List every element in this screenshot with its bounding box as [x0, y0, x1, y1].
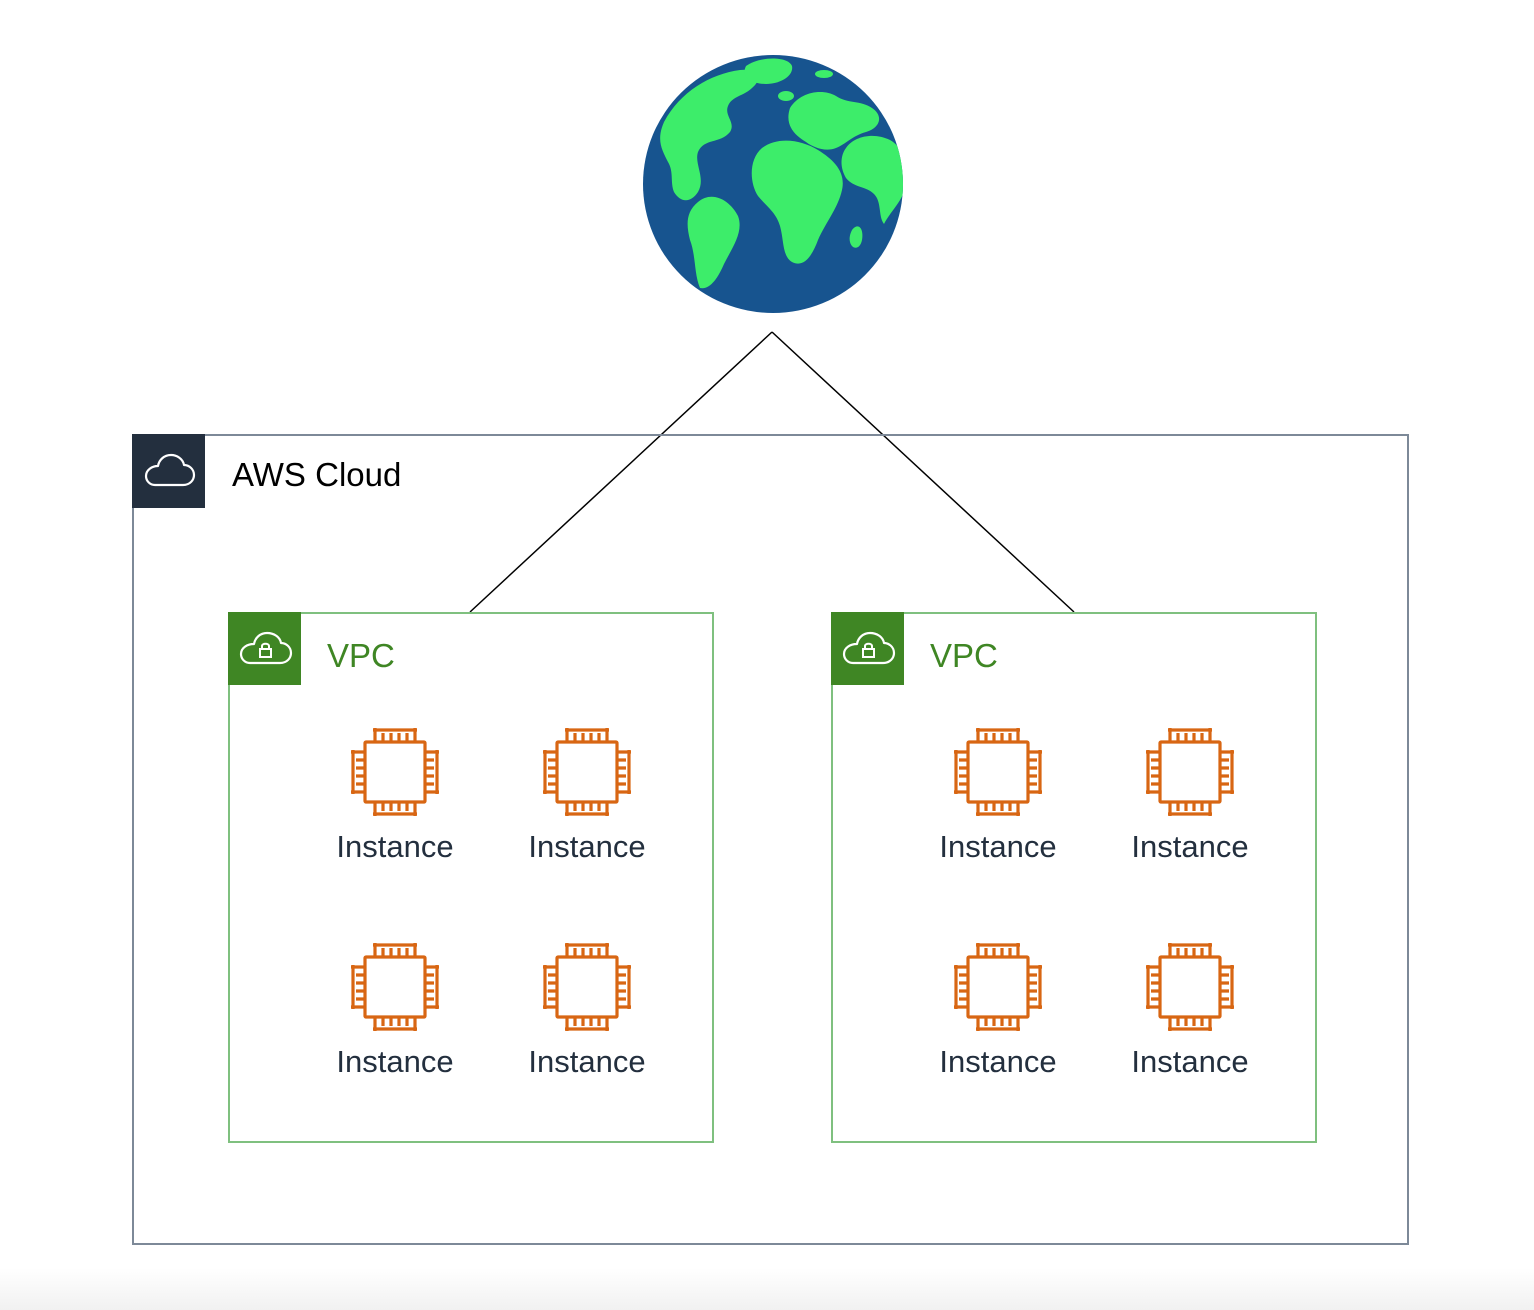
instance-label: Instance — [336, 829, 454, 864]
vpc-badge — [831, 612, 904, 685]
ec2-instance-icon — [541, 941, 633, 1033]
instance: Instance — [325, 722, 465, 872]
aws-cloud-group — [132, 434, 1409, 1245]
vpc-group-right: VPC Instance Instance Instance Instance — [831, 612, 1317, 1143]
instance-label: Instance — [1131, 829, 1249, 864]
vpc-cloud-lock-icon — [239, 631, 292, 664]
ec2-instance-icon — [349, 941, 441, 1033]
instance-label: Instance — [528, 1044, 646, 1079]
instance: Instance — [1120, 722, 1260, 872]
vpc-label: VPC — [930, 637, 998, 674]
globe-icon — [643, 55, 903, 313]
aws-cloud-badge — [132, 434, 205, 508]
ec2-instance-icon — [541, 726, 633, 818]
aws-cloud-label: AWS Cloud — [232, 456, 402, 493]
instance-label: Instance — [528, 829, 646, 864]
cloud-icon — [144, 453, 195, 487]
vpc-cloud-lock-icon — [842, 631, 895, 664]
instance: Instance — [517, 722, 657, 872]
vpc-group-left: VPC Instance Instance Instance Instance — [228, 612, 714, 1143]
ec2-instance-icon — [349, 726, 441, 818]
ec2-instance-icon — [952, 726, 1044, 818]
instance: Instance — [928, 937, 1068, 1087]
ec2-instance-icon — [1144, 941, 1236, 1033]
instance-label: Instance — [336, 1044, 454, 1079]
vpc-badge — [228, 612, 301, 685]
instance: Instance — [928, 722, 1068, 872]
instance-label: Instance — [939, 1044, 1057, 1079]
instance: Instance — [517, 937, 657, 1087]
instance: Instance — [325, 937, 465, 1087]
instance: Instance — [1120, 937, 1260, 1087]
instance-label: Instance — [1131, 1044, 1249, 1079]
ec2-instance-icon — [1144, 726, 1236, 818]
bottom-shade — [0, 1268, 1534, 1310]
ec2-instance-icon — [952, 941, 1044, 1033]
vpc-label: VPC — [327, 637, 395, 674]
instance-label: Instance — [939, 829, 1057, 864]
